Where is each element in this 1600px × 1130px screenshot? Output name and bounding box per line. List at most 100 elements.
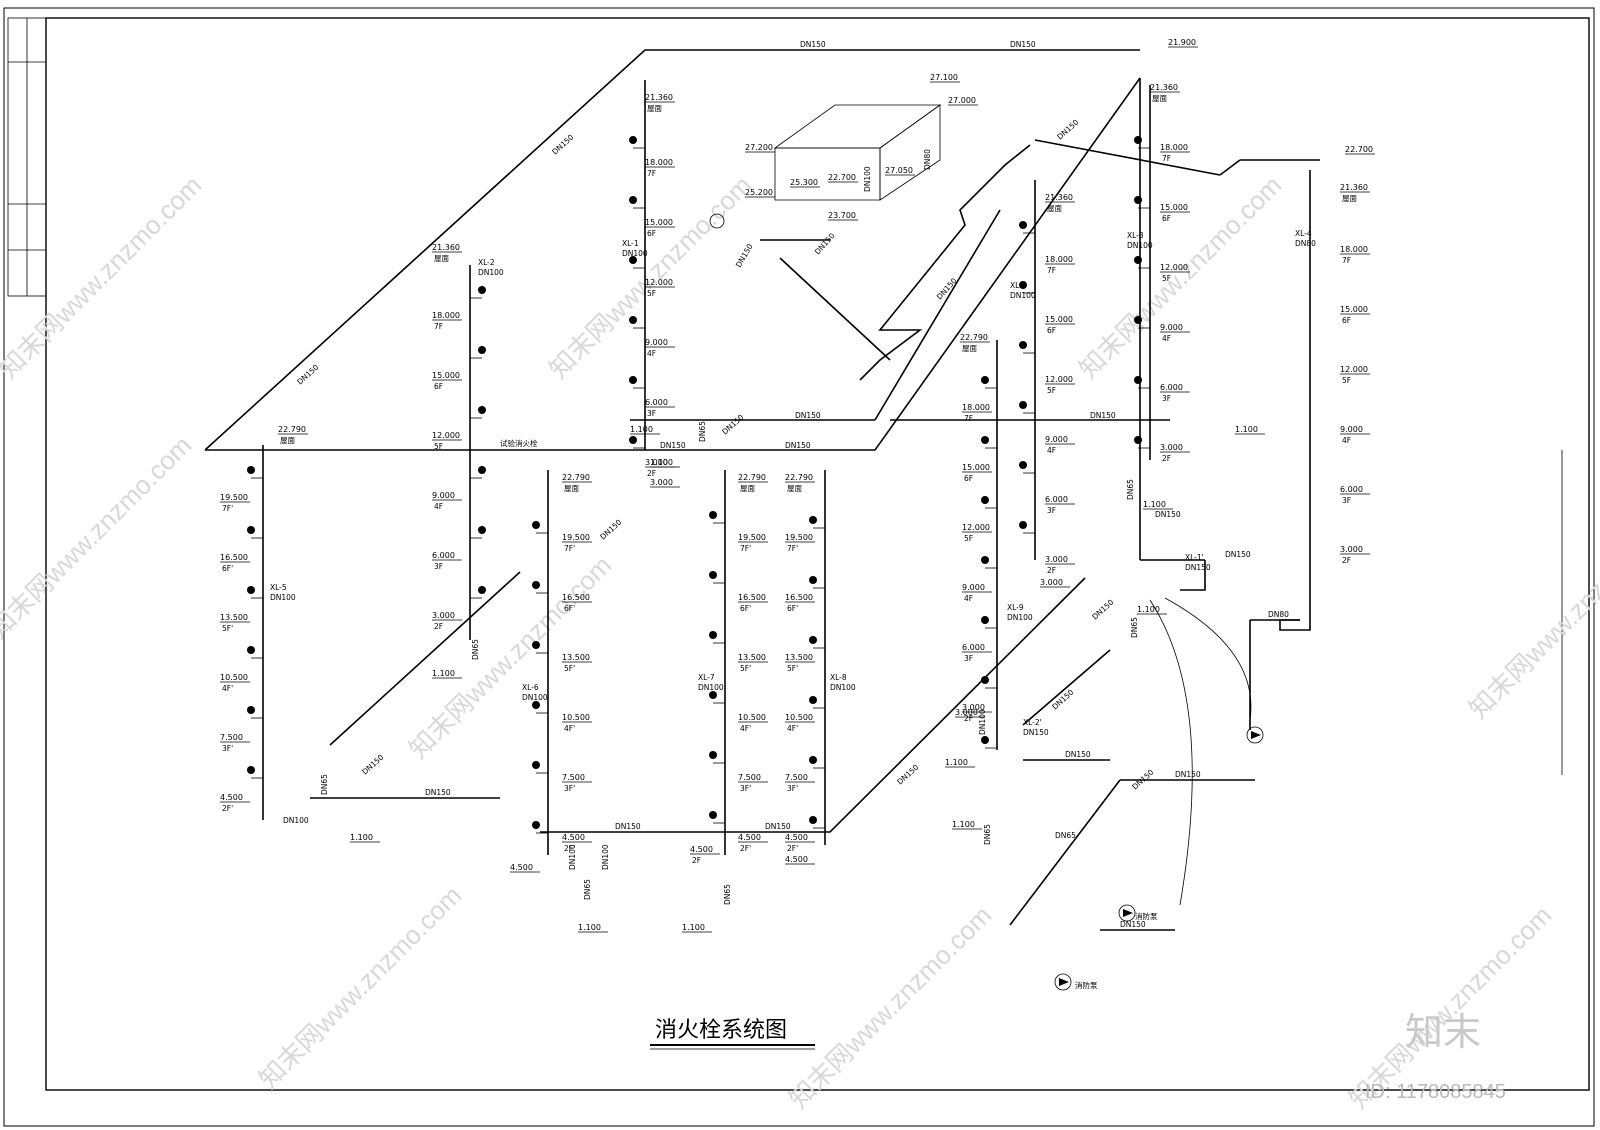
- svg-text:试验消火栓: 试验消火栓: [500, 438, 538, 448]
- floor-label: 屋面: [1047, 204, 1063, 213]
- elevation-value: 15.000: [1045, 315, 1073, 324]
- svg-text:DN65: DN65: [698, 421, 707, 442]
- floor-label: 3F': [222, 744, 233, 753]
- fire-hydrant-icon: [981, 676, 989, 684]
- elevation-value: 6.000: [645, 398, 668, 407]
- elevation-value: 9.000: [432, 491, 455, 500]
- floor-label: 6F: [434, 382, 443, 391]
- elevation-value: 16.500: [785, 593, 813, 602]
- elevation-value: 9.000: [645, 338, 668, 347]
- elevation-value: 1.100: [350, 833, 373, 842]
- svg-text:知末网www.znzmo.com: 知末网www.znzmo.com: [783, 900, 997, 1114]
- floor-label: 5F': [787, 664, 798, 673]
- elevation-value: 6.000: [1045, 495, 1068, 504]
- svg-text:DN80: DN80: [923, 149, 932, 170]
- floor-label: 屋面: [740, 484, 755, 493]
- riser-label: XL-1: [622, 239, 639, 248]
- elevation-value: 9.000: [1160, 323, 1183, 332]
- elevation-value: 10.500: [738, 713, 766, 722]
- elevation-value: 22.790: [738, 473, 766, 482]
- elevation-value: 1.100: [945, 758, 968, 767]
- svg-text:DN150: DN150: [1010, 40, 1036, 49]
- floor-label: 3F': [740, 784, 751, 793]
- riser-size-label: DN80: [1295, 239, 1316, 248]
- floor-label: 4F': [564, 724, 575, 733]
- floor-label: 5F: [1162, 274, 1171, 283]
- elevation-marks: 18.000 7F 15.000 6F 12.000 5F 9.000 4F 6.000 3F 3.…: [220, 38, 1375, 933]
- elevation-value: 3.000: [955, 708, 978, 717]
- fire-hydrant-icon: [629, 316, 637, 324]
- floor-label: 7F: [964, 414, 973, 423]
- fire-hydrant-icon: [809, 816, 817, 824]
- fire-hydrant-icon: [1019, 521, 1027, 529]
- drawing-id: ID: 1178085845: [1365, 1081, 1506, 1103]
- svg-text:DN100: DN100: [601, 844, 610, 870]
- svg-text:知末网www.znzmo.com: 知末网www.znzmo.com: [1463, 510, 1600, 724]
- fire-hydrant-icon: [709, 631, 717, 639]
- fire-hydrant-icon: [1134, 196, 1142, 204]
- floor-label: 4F': [740, 724, 751, 733]
- fire-hydrant-icon: [532, 521, 540, 529]
- main-loop-pipes: [204, 49, 1320, 931]
- elevation-value: 12.000: [1340, 365, 1368, 374]
- fire-hydrant-icon: [709, 691, 717, 699]
- fire-hydrant-icon: [532, 641, 540, 649]
- floor-label: 6F: [964, 474, 973, 483]
- fire-hydrant-icon: [629, 376, 637, 384]
- fire-hydrant-icon: [247, 526, 255, 534]
- elevation-value: 21.360: [645, 93, 673, 102]
- riser-size-label: DN100: [1007, 613, 1033, 622]
- elevation-value: 13.500: [738, 653, 766, 662]
- floor-label: 6F': [787, 604, 798, 613]
- fire-hydrant-icon: [709, 511, 717, 519]
- riser-label: XL-1': [1185, 553, 1204, 562]
- elevation-value: 27.100: [930, 73, 958, 82]
- svg-text:消防泵: 消防泵: [1135, 911, 1158, 921]
- elevation-value: 12.000: [432, 431, 460, 440]
- svg-text:知末网www.znzmo.com: 知末网www.znzmo.com: [253, 880, 467, 1094]
- floor-label: 3F: [1047, 506, 1056, 515]
- riser-label: XL-3: [1127, 231, 1144, 240]
- floor-label: 2F: [1162, 454, 1171, 463]
- elevation-value: 1.100: [1235, 425, 1258, 434]
- floor-label: 6F: [647, 229, 656, 238]
- elevation-value: 19.500: [562, 533, 590, 542]
- elevation-value: 22.700: [828, 173, 856, 182]
- fire-hydrant-icon: [478, 466, 486, 474]
- elevation-value: 18.000: [1045, 255, 1073, 264]
- elevation-value: 4.500: [738, 833, 761, 842]
- floor-label: 4F: [434, 502, 443, 511]
- floor-label: 6F: [1342, 316, 1351, 325]
- elevation-value: 3.000: [962, 703, 985, 712]
- floor-label: 4F: [647, 349, 656, 358]
- fire-hydrant-icon: [809, 756, 817, 764]
- fire-hydrant-icon: [629, 136, 637, 144]
- elevation-value: 3.000: [650, 478, 673, 487]
- svg-text:DN150: DN150: [1155, 510, 1181, 519]
- fire-hydrant-icon: [1019, 221, 1027, 229]
- roof-tank: [709, 104, 942, 361]
- svg-text:DN150: DN150: [598, 517, 623, 541]
- elevation-value: 18.000: [432, 311, 460, 320]
- elevation-value: 4.500: [510, 863, 533, 872]
- svg-text:DN65: DN65: [320, 774, 329, 795]
- svg-text:DN100: DN100: [283, 816, 309, 825]
- riser-label: XL-9: [1007, 603, 1024, 612]
- floor-label: 屋面: [434, 254, 449, 263]
- fire-hydrant-icon: [709, 751, 717, 759]
- floor-label: 6F': [564, 604, 575, 613]
- elevation-value: 25.200: [745, 188, 773, 197]
- elevation-value: 21.360: [1150, 83, 1178, 92]
- floor-label: 2F': [222, 804, 233, 813]
- floor-label: 3F: [1162, 394, 1171, 403]
- elevation-value: 9.000: [1045, 435, 1068, 444]
- outer-frame: [3, 7, 1595, 1127]
- elevation-value: 4.500: [785, 833, 808, 842]
- elevation-value: 12.000: [645, 278, 673, 287]
- elevation-value: 13.500: [220, 613, 248, 622]
- riser-size-label: DN150: [1185, 563, 1211, 572]
- floor-label: 6F': [222, 564, 233, 573]
- elevation-value: 3.000: [1040, 578, 1063, 587]
- elevation-value: 3.000: [1340, 545, 1363, 554]
